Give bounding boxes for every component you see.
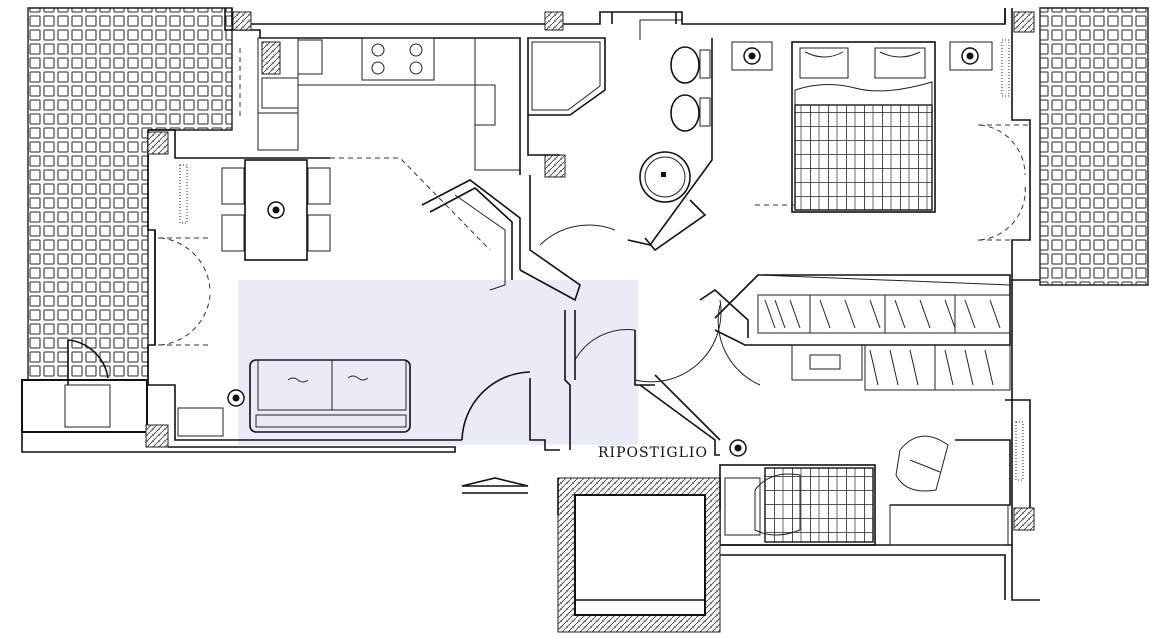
- living-openings: [158, 237, 531, 441]
- corridor-walls: [421, 175, 722, 456]
- kitchen: [239, 37, 520, 171]
- dining-table: [221, 157, 491, 261]
- radiators: [179, 39, 1024, 481]
- bathroom: [527, 12, 713, 252]
- master-bedroom: [731, 41, 1028, 241]
- left-terrace: [21, 7, 233, 448]
- storage-room-label: RIPOSTIGLIO: [598, 445, 708, 461]
- structural-pillars: [147, 11, 1035, 531]
- second-bedroom: [719, 435, 1011, 546]
- wardrobes: [699, 274, 1011, 391]
- storage-room: [557, 477, 721, 633]
- floor-shading: [238, 280, 638, 445]
- right-terrace: [1039, 7, 1149, 286]
- entrance-arrow: [461, 477, 529, 494]
- sofa: [177, 359, 411, 437]
